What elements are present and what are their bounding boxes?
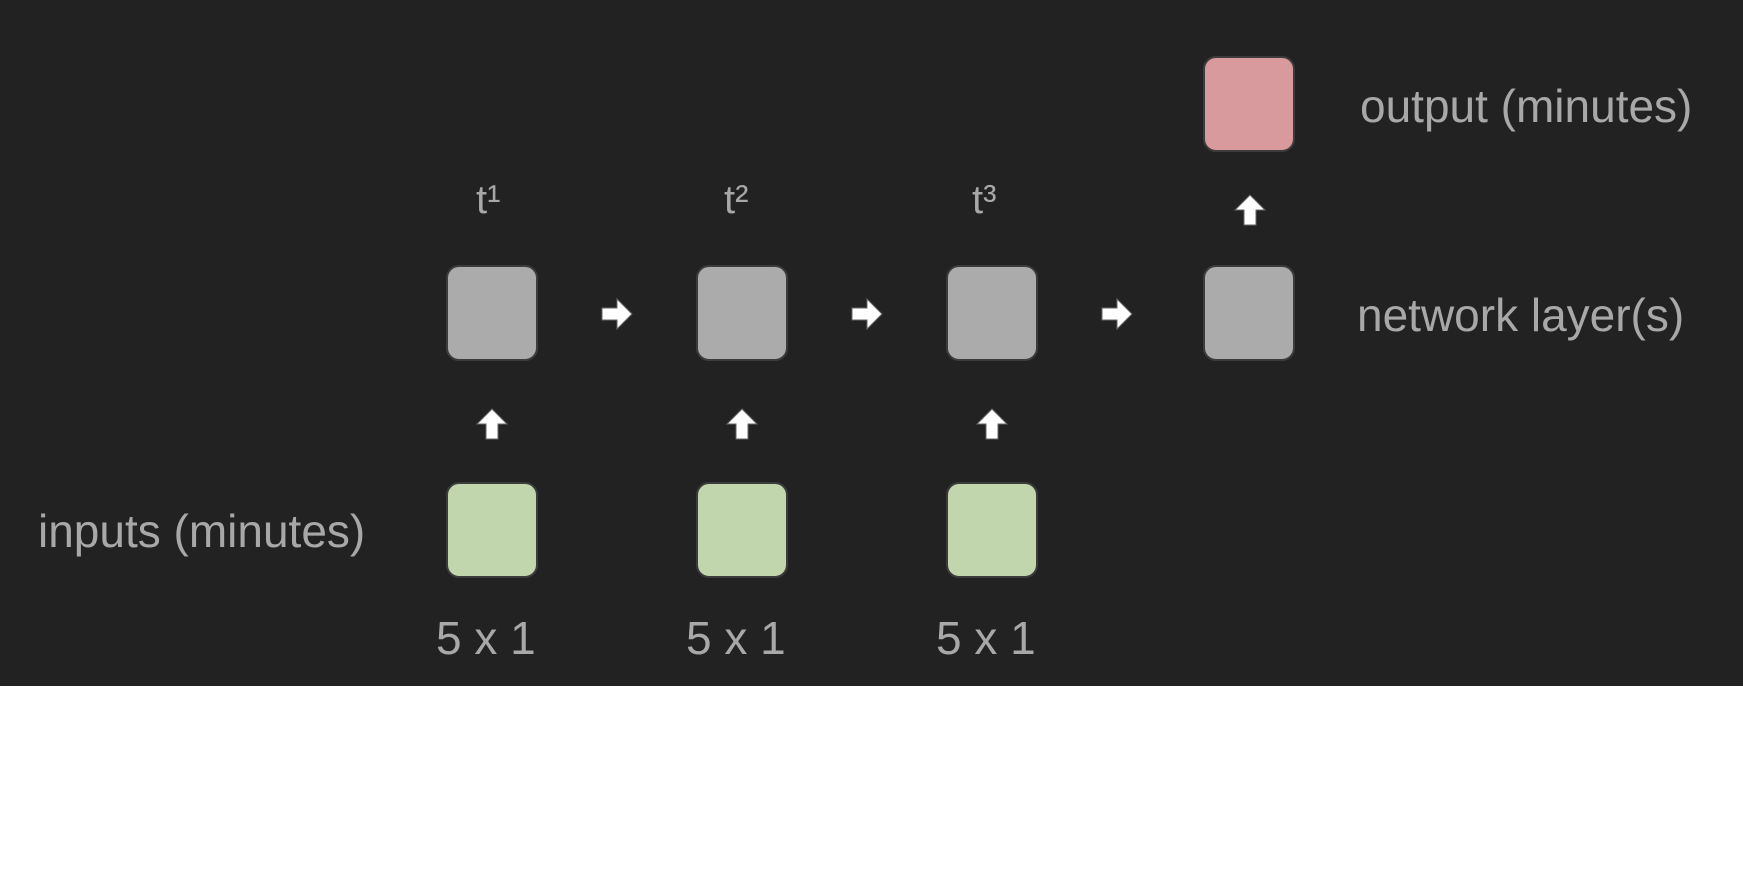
output-label: output (minutes) xyxy=(1360,80,1693,132)
input-dim-label-2: 5 x 1 xyxy=(686,612,786,664)
input-block-1 xyxy=(446,482,538,578)
layer-block-1 xyxy=(446,265,538,361)
arrow-up-icon xyxy=(975,407,1009,441)
timestep-label-2: t² xyxy=(724,178,749,222)
arrow-up-icon xyxy=(725,407,759,441)
input-dim-label-3: 5 x 1 xyxy=(936,612,1036,664)
layer-block-3 xyxy=(946,265,1038,361)
rnn-diagram: output (minutes) t¹ t² t³ network layer(… xyxy=(0,0,1743,686)
input-dim-label-1: 5 x 1 xyxy=(436,612,536,664)
input-block-2 xyxy=(696,482,788,578)
input-block-3 xyxy=(946,482,1038,578)
timestep-label-3: t³ xyxy=(972,178,997,222)
inputs-label: inputs (minutes) xyxy=(38,505,366,557)
layer-block-final xyxy=(1203,265,1295,361)
arrow-right-icon xyxy=(600,297,634,331)
timestep-label-1: t¹ xyxy=(476,178,501,222)
arrow-up-icon xyxy=(1233,193,1267,227)
output-block xyxy=(1203,56,1295,152)
network-label: network layer(s) xyxy=(1357,289,1685,341)
arrow-right-icon xyxy=(850,297,884,331)
arrow-up-icon xyxy=(475,407,509,441)
layer-block-2 xyxy=(696,265,788,361)
arrow-right-icon xyxy=(1100,297,1134,331)
